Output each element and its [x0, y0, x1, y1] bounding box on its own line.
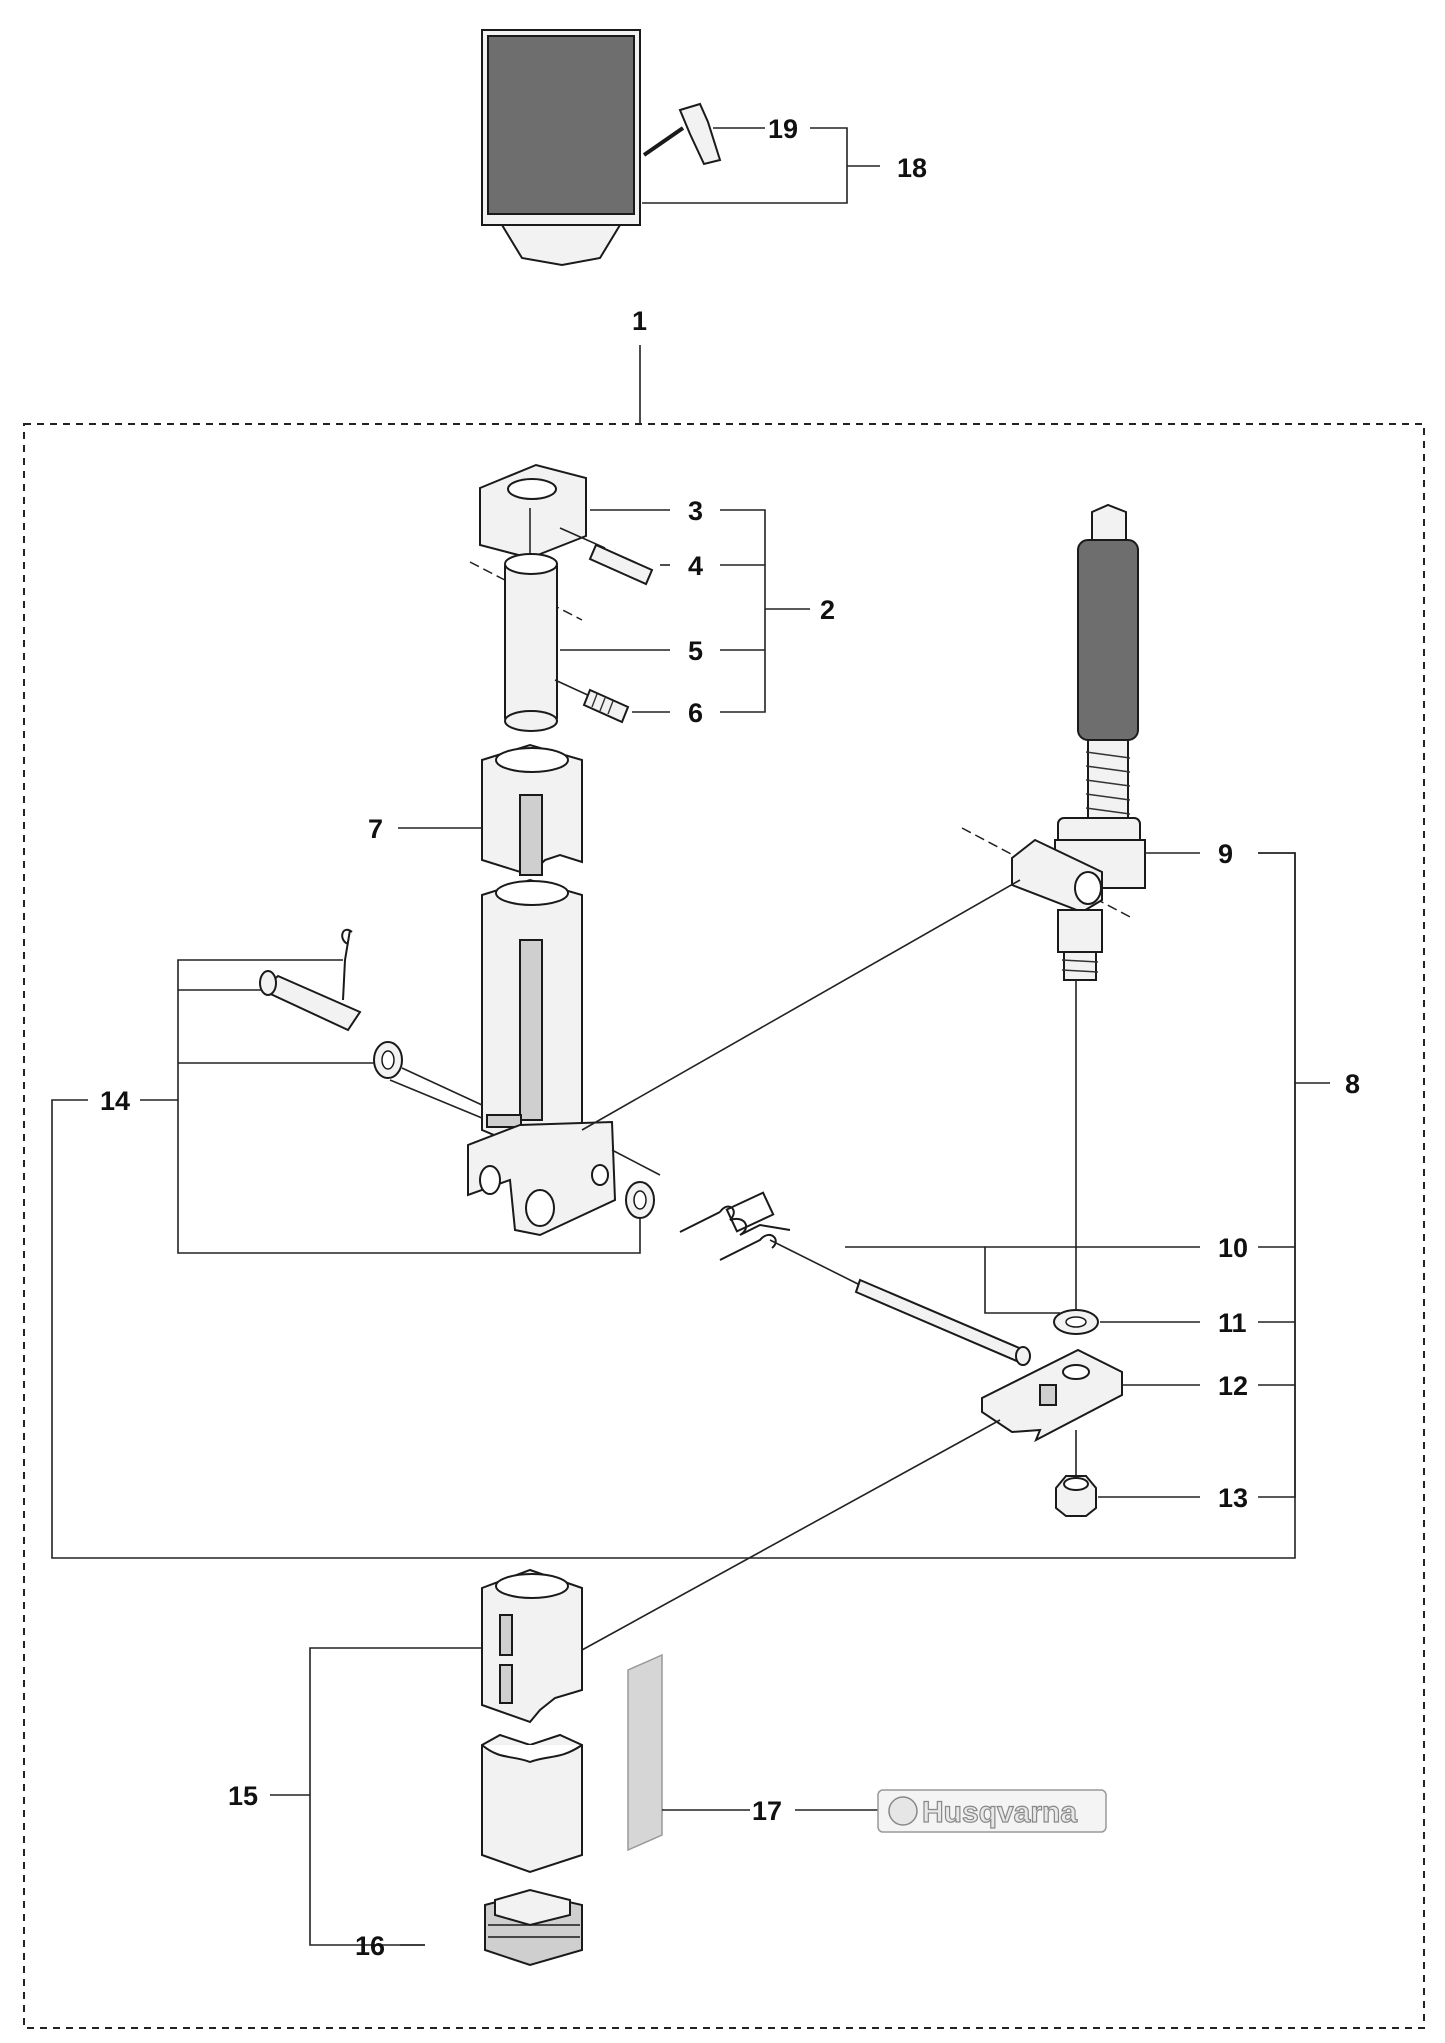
callout-3: 3: [688, 496, 703, 526]
part-7-sleeve: [481, 743, 583, 877]
logo-text: Husqvarna: [922, 1796, 1077, 1829]
part-15-lower-insert: [481, 1733, 583, 1874]
callout-7: 7: [368, 814, 383, 844]
part-10-pin: [769, 1239, 1031, 1366]
part-6-set-screw: [554, 679, 630, 724]
column-base: [467, 878, 617, 1237]
callout-8: 8: [1345, 1069, 1360, 1099]
husqvarna-crown-icon: [888, 1796, 918, 1826]
callout-12: 12: [1218, 1371, 1248, 1401]
part-14-pin: [259, 970, 362, 1032]
part-17-decal: [627, 1653, 663, 1852]
part-3-clamp-block: [479, 463, 587, 560]
part-4-pin: [559, 527, 654, 586]
part-9-cross-block: [961, 827, 1133, 981]
part-16-end-cap: [484, 1888, 583, 1967]
part-15-upper-sleeve: [481, 1568, 583, 1724]
husqvarna-logo-decal: Husqvarna: [877, 1789, 1107, 1833]
callout-9: 9: [1218, 839, 1233, 869]
callout-10: 10: [1218, 1233, 1248, 1263]
callout-11: 11: [1218, 1308, 1247, 1338]
part-10-spring-clip: [679, 1191, 791, 1261]
callout-15: 15: [228, 1781, 258, 1811]
part-9-knurled-spindle: [1054, 503, 1146, 889]
part-19-wing-screw: [642, 102, 722, 166]
part-18-container: [481, 29, 641, 267]
part-14-washer-left: [373, 1041, 403, 1079]
callout-18: 18: [897, 153, 927, 183]
part-5-tube: [469, 553, 583, 732]
callout-17: 17: [752, 1796, 782, 1826]
part-11-washer: [1053, 1309, 1099, 1335]
part-12-fork-bracket: [981, 1348, 1123, 1443]
assembly-1-boundary: [23, 423, 1425, 2029]
callout-19: 19: [768, 114, 798, 144]
callout-4: 4: [688, 551, 703, 581]
callout-5: 5: [688, 636, 703, 666]
callout-1: 1: [632, 306, 647, 336]
callout-2: 2: [820, 595, 835, 625]
callout-6: 6: [688, 698, 703, 728]
callout-13: 13: [1218, 1483, 1248, 1513]
part-14-cotter-pin: [341, 928, 353, 1001]
callout-16: 16: [355, 1931, 385, 1961]
part-14-washer-right: [625, 1181, 655, 1219]
callout-14: 14: [100, 1086, 130, 1116]
part-13-nut: [1055, 1475, 1097, 1517]
